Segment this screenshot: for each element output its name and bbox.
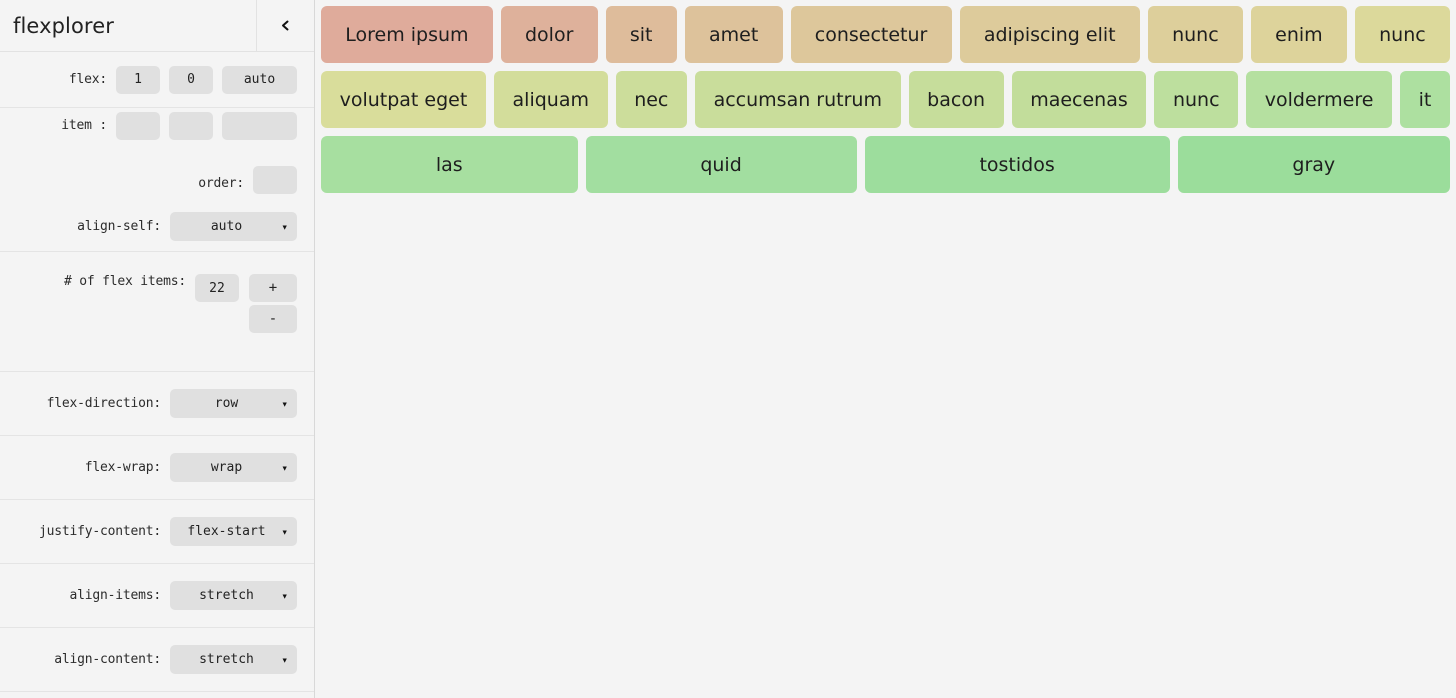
flex-item-label: aliquam xyxy=(512,88,589,111)
justify-content-label: justify-content: xyxy=(38,524,161,539)
flex-item-label: adipiscing elit xyxy=(983,23,1116,46)
item-grow-input[interactable] xyxy=(116,112,160,140)
flex-item-label: it xyxy=(1418,88,1432,111)
flex-item[interactable]: enim xyxy=(1250,6,1347,63)
align-self-row: align-self: auto ▾ xyxy=(0,202,314,252)
flex-item-label: enim xyxy=(1275,23,1323,46)
flex-item[interactable]: las xyxy=(321,136,578,193)
flex-label: flex: xyxy=(68,72,107,87)
chevron-left-icon xyxy=(279,19,292,32)
justify-content-select[interactable]: flex-start xyxy=(170,517,297,546)
flex-item[interactable]: tostidos xyxy=(864,136,1170,193)
app-title: flexplorer xyxy=(13,13,114,38)
flex-item[interactable]: Lorem ipsum xyxy=(321,6,493,63)
flex-item[interactable]: volutpat eget xyxy=(321,71,486,128)
flex-item[interactable]: adipiscing elit xyxy=(959,6,1140,63)
item-label: item : xyxy=(61,118,107,133)
flex-basis-input[interactable] xyxy=(222,65,297,94)
flex-item-label: accumsan rutrum xyxy=(713,88,882,111)
item-count-decrement-button[interactable]: - xyxy=(249,305,297,333)
flex-item-label: bacon xyxy=(927,88,985,111)
flex-item-label: gray xyxy=(1292,153,1336,176)
justify-content-row: justify-content: flex-start ▾ xyxy=(0,500,314,564)
flex-direction-select[interactable]: row xyxy=(170,389,297,418)
sidebar-collapse-button[interactable] xyxy=(256,0,314,51)
flex-wrap-row: flex-wrap: wrap ▾ xyxy=(0,436,314,500)
align-self-label: align-self: xyxy=(77,219,161,234)
flex-item[interactable]: nunc xyxy=(1154,71,1239,128)
item-basis-input[interactable] xyxy=(222,112,297,140)
flex-direction-row: flex-direction: row ▾ xyxy=(0,372,314,436)
flex-item-label: las xyxy=(435,153,463,176)
item-count-stepper: + - xyxy=(249,274,297,333)
flex-item-label: Lorem ipsum xyxy=(345,23,469,46)
flex-item-label: dolor xyxy=(525,23,574,46)
flex-item-label: quid xyxy=(700,153,742,176)
item-count-input[interactable] xyxy=(195,274,239,302)
flex-item[interactable]: nunc xyxy=(1354,6,1450,63)
sidebar-header: flexplorer xyxy=(0,0,314,52)
flex-direction-label: flex-direction: xyxy=(46,396,162,411)
flex-item-label: nunc xyxy=(1379,23,1426,46)
flex-item[interactable]: accumsan rutrum xyxy=(695,71,901,128)
flex-item-label: nec xyxy=(634,88,669,111)
item-count-label: # of flex items: xyxy=(63,274,186,289)
controls-sidebar: flexplorer flex: item : xyxy=(0,0,315,698)
align-items-select[interactable]: stretch xyxy=(170,581,297,610)
flex-item-label: consectetur xyxy=(814,23,928,46)
flex-item[interactable]: nec xyxy=(615,71,687,128)
flex-container: Lorem ipsum dolor sit amet consectetur adipis… xyxy=(321,6,1451,193)
flex-item[interactable]: nunc xyxy=(1147,6,1243,63)
flex-grow-input[interactable] xyxy=(116,65,160,94)
order-row: order: xyxy=(0,158,314,202)
flex-item-label: nunc xyxy=(1172,88,1220,111)
align-content-select[interactable]: stretch xyxy=(170,645,297,674)
align-content-label: align-content: xyxy=(54,652,161,667)
item-shrink-input[interactable] xyxy=(169,112,213,140)
flex-item-label: nunc xyxy=(1172,23,1219,46)
flex-item[interactable]: bacon xyxy=(908,71,1004,128)
flex-item-label: volutpat eget xyxy=(339,88,468,111)
flex-wrap-label: flex-wrap: xyxy=(84,460,161,475)
flex-item-label: maecenas xyxy=(1030,88,1128,111)
flex-item[interactable]: it xyxy=(1400,71,1450,128)
flex-item[interactable]: dolor xyxy=(500,6,598,63)
flex-shrink-input[interactable] xyxy=(169,65,213,94)
item-row: item : xyxy=(0,108,314,158)
flex-item-label: voldermere xyxy=(1264,88,1374,111)
flex-shorthand-row: flex: xyxy=(0,52,314,108)
order-label: order: xyxy=(198,175,244,191)
align-self-select[interactable]: auto xyxy=(170,212,297,241)
flex-item-label: amet xyxy=(708,23,759,46)
flex-item-label: sit xyxy=(629,23,653,46)
flex-wrap-select[interactable]: wrap xyxy=(170,453,297,482)
order-input[interactable] xyxy=(253,166,297,194)
flex-item[interactable]: sit xyxy=(605,6,677,63)
flex-item[interactable]: voldermere xyxy=(1246,71,1393,128)
align-content-row: align-content: stretch ▾ xyxy=(0,628,314,692)
item-count-increment-button[interactable]: + xyxy=(249,274,297,302)
flex-item[interactable]: quid xyxy=(585,136,857,193)
flex-item[interactable]: gray xyxy=(1177,136,1451,193)
align-items-label: align-items: xyxy=(69,588,161,603)
flex-item-label: tostidos xyxy=(979,153,1055,176)
flex-preview-area: Lorem ipsum dolor sit amet consectetur adipis… xyxy=(315,0,1456,698)
flex-item[interactable]: amet xyxy=(684,6,783,63)
flex-item[interactable]: maecenas xyxy=(1011,71,1147,128)
align-items-row: align-items: stretch ▾ xyxy=(0,564,314,628)
flex-item[interactable]: consectetur xyxy=(790,6,952,63)
flex-item[interactable]: aliquam xyxy=(493,71,608,128)
item-count-row: # of flex items: + - xyxy=(0,252,314,372)
